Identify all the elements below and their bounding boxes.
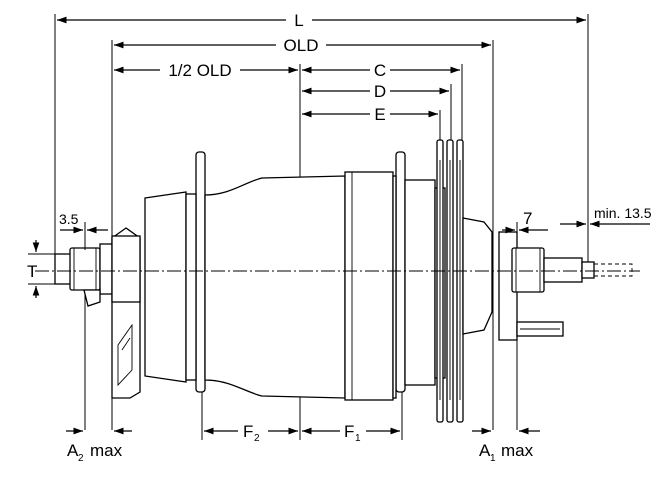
label-A1-max: max <box>501 441 534 460</box>
hub-body <box>111 139 564 423</box>
cassette-sprockets <box>436 139 464 423</box>
dim-F1: F 1 <box>302 422 400 444</box>
dim-C: C <box>302 61 460 80</box>
dim-min-13-5: min. 13.5 <box>560 205 652 228</box>
hub-shell <box>204 175 346 399</box>
left-flange-base <box>185 193 197 381</box>
label-7: 7 <box>523 209 532 228</box>
driver <box>404 179 436 386</box>
label-F2-sub: 2 <box>254 433 260 444</box>
label-min-13-5: min. 13.5 <box>594 205 652 221</box>
label-F1-sub: 1 <box>355 433 361 444</box>
label-T: T <box>27 262 37 281</box>
label-half-OLD: 1/2 OLD <box>168 61 231 80</box>
axle <box>54 235 633 307</box>
dim-OLD: OLD <box>114 36 491 55</box>
axle-end <box>581 261 595 279</box>
axle-extension <box>593 263 633 277</box>
right-nut <box>511 247 545 293</box>
dim-F2: F 2 <box>204 422 298 444</box>
left-lock-tab <box>83 289 101 307</box>
label-OLD: OLD <box>284 36 319 55</box>
dim-A1: A 1 max <box>472 427 540 464</box>
dim-T: T <box>27 240 55 298</box>
label-A2-max: max <box>90 441 123 460</box>
label-D: D <box>374 82 386 101</box>
label-A2: A <box>67 441 79 460</box>
dim-L: L <box>56 11 586 30</box>
dim-3-5: 3.5 <box>59 211 108 250</box>
dim-E: E <box>302 105 438 124</box>
left-shell-end <box>144 191 187 383</box>
right-flange <box>395 151 406 393</box>
left-flange <box>195 151 206 393</box>
label-A2-sub: 2 <box>78 453 84 464</box>
left-cone-nut <box>111 235 141 303</box>
dim-7: 7 <box>502 209 548 248</box>
right-axle <box>543 257 583 283</box>
label-L: L <box>294 11 303 30</box>
left-nut <box>69 247 101 291</box>
dim-A2: A 2 max <box>66 427 132 464</box>
dim-half-OLD: 1/2 OLD <box>114 61 298 80</box>
label-A1: A <box>479 441 491 460</box>
label-A1-sub: 1 <box>490 453 496 464</box>
label-F2: F <box>243 422 253 441</box>
left-washer <box>99 243 113 295</box>
label-C: C <box>374 61 386 80</box>
lock-ring <box>462 217 493 335</box>
label-F1: F <box>344 422 354 441</box>
label-E: E <box>374 105 385 124</box>
dim-D: D <box>302 82 449 101</box>
label-3-5: 3.5 <box>59 211 79 227</box>
hub-band <box>344 171 394 401</box>
